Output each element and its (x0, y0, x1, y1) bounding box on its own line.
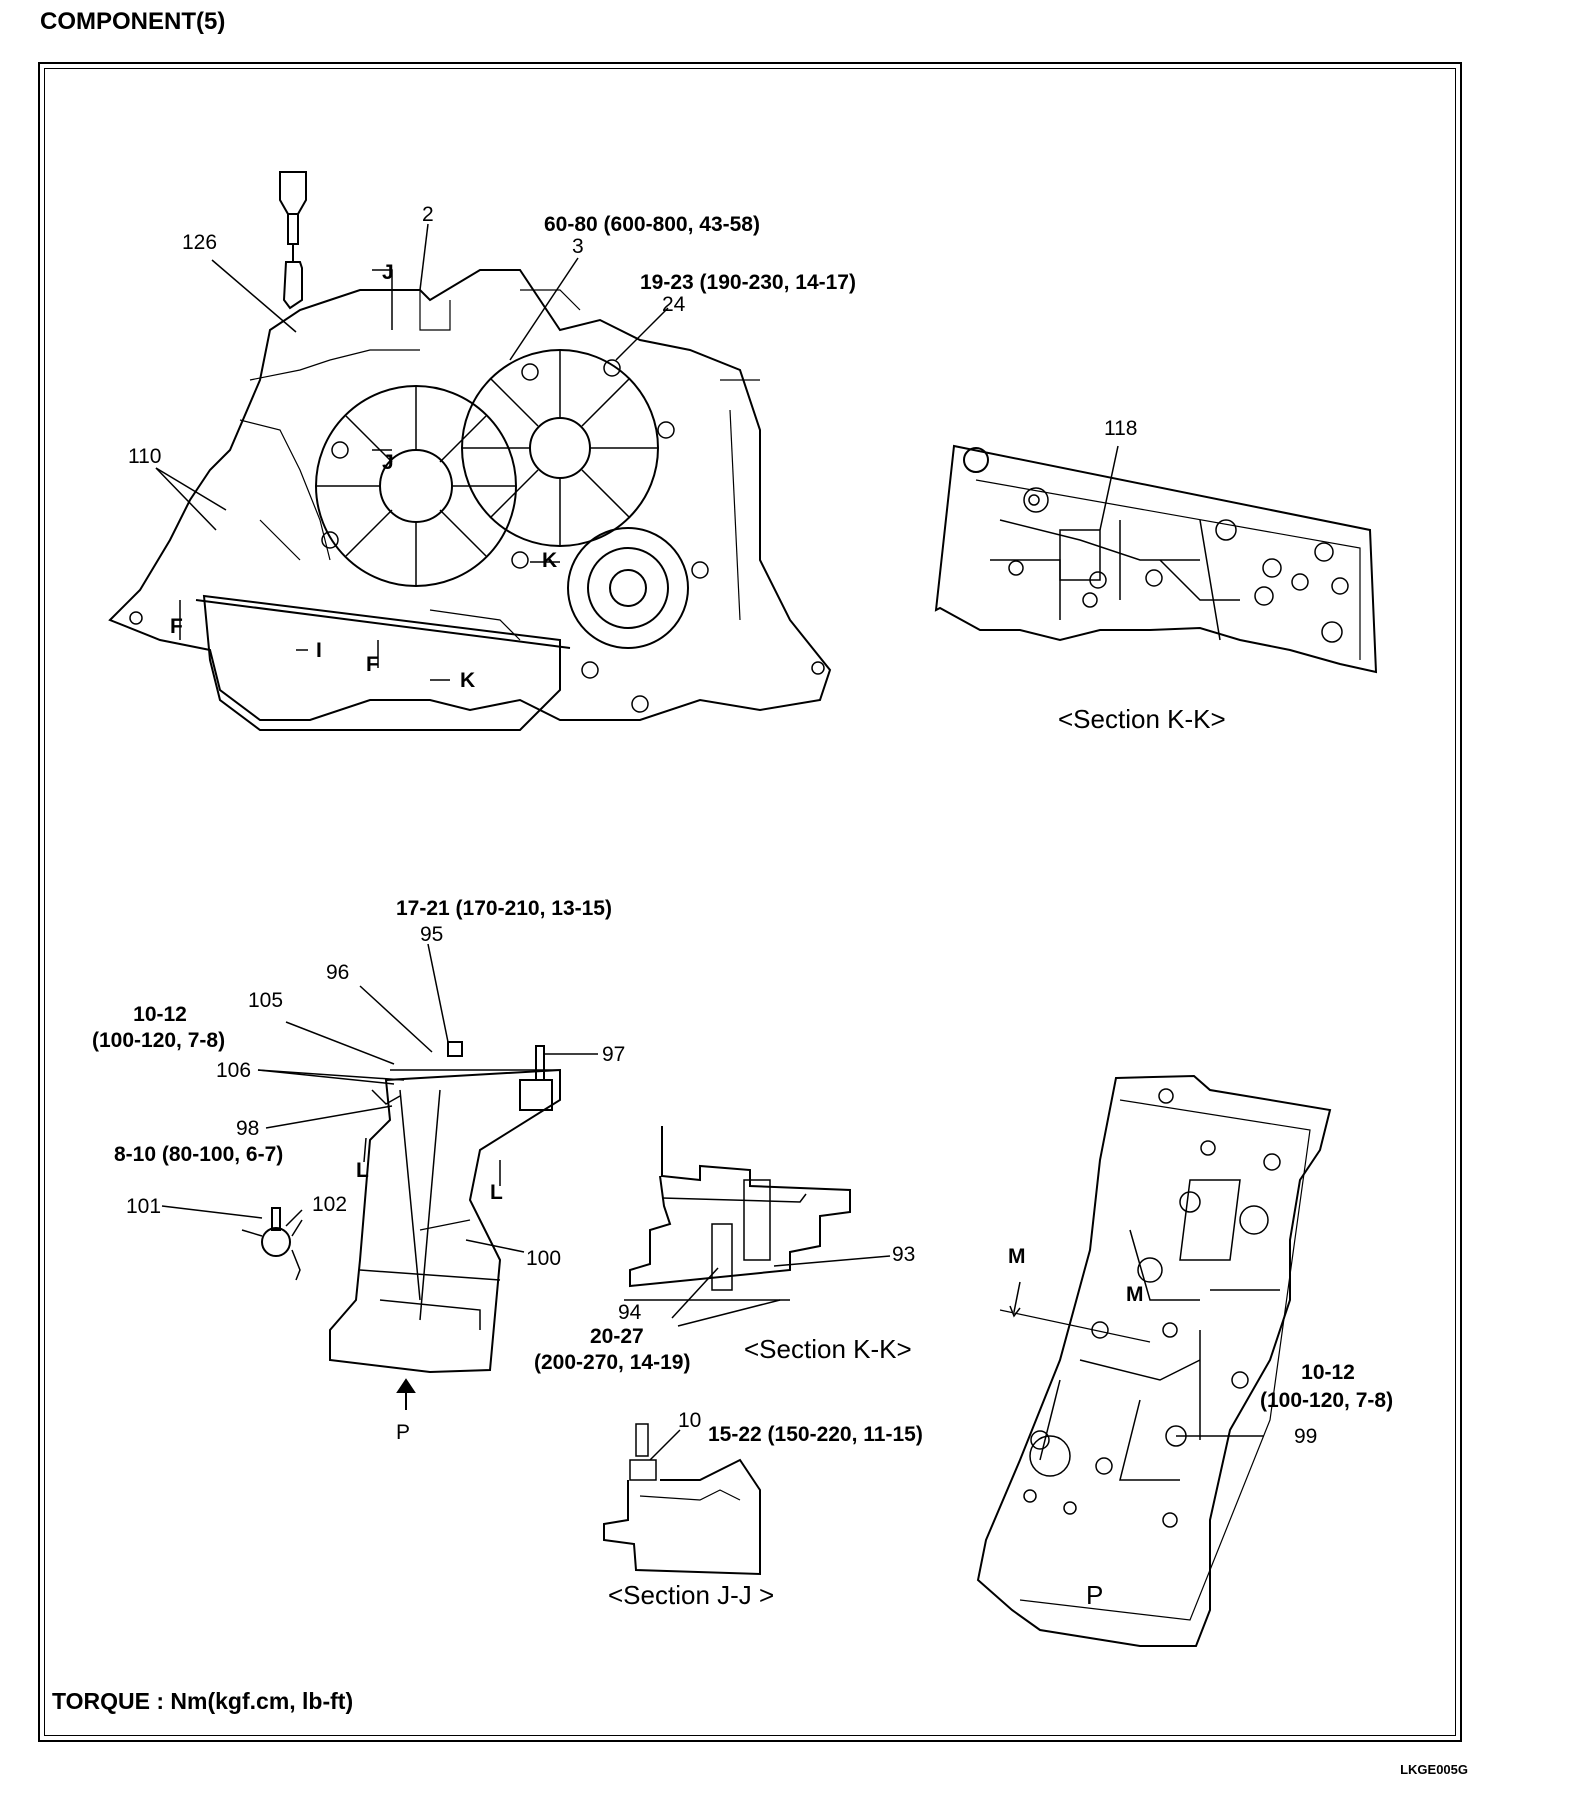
callout-96: 96 (326, 961, 350, 984)
callout-3: 3 (572, 235, 584, 258)
section-mark-L2: L (490, 1181, 503, 1204)
callout-101: 101 (126, 1195, 162, 1218)
section-mark-J1: J (382, 261, 394, 284)
callout-118: 118 (1104, 417, 1138, 440)
callout-95: 95 (420, 923, 444, 946)
section-mark-F2: F (366, 653, 379, 676)
section-mark-K1: K (542, 549, 558, 572)
section-jj (603, 1423, 761, 1576)
callout-106: 106 (216, 1059, 252, 1082)
torque-10-12-a: 10-12 (133, 1003, 187, 1026)
torque-17-21: 17-21 (170-210, 13-15) (396, 897, 612, 920)
callout-105: 105 (248, 989, 284, 1012)
callout-102: 102 (312, 1193, 348, 1216)
section-mark-J2: J (382, 451, 394, 474)
torque-19-23: 19-23 (190-230, 14-17) (640, 271, 856, 294)
section-mark-F1: F (170, 615, 183, 638)
callout-100: 100 (526, 1247, 562, 1270)
valve-body-p-view (976, 1074, 1332, 1647)
figure-frame-inner (44, 68, 1456, 1736)
torque-8-10: 8-10 (80-100, 6-7) (114, 1143, 284, 1166)
page-title: COMPONENT(5) (40, 8, 226, 35)
transaxle-assembly (108, 171, 832, 731)
callout-99: 99 (1294, 1425, 1318, 1448)
torque-60-80: 60-80 (600-800, 43-58) (544, 213, 760, 236)
callout-94: 94 (618, 1301, 642, 1324)
callout-93: 93 (892, 1243, 916, 1266)
section-kk-bottom (624, 1126, 891, 1327)
figure-frame (38, 62, 1462, 1742)
section-mark-M2: M (1126, 1283, 1144, 1306)
view-label-P-right: P (1086, 1580, 1104, 1610)
valve-body-section-kk-top (934, 444, 1378, 674)
torque-10-12-a-detail: (100-120, 7-8) (92, 1029, 226, 1052)
torque-15-22: 15-22 (150-220, 11-15) (708, 1423, 923, 1446)
leader-lines-lower-left (161, 943, 598, 1253)
callout-126: 126 (182, 231, 218, 254)
torque-10-12-b: 10-12 (1301, 1361, 1355, 1384)
torque-10-12-b-detail: (100-120, 7-8) (1260, 1389, 1394, 1412)
callout-98: 98 (236, 1117, 260, 1140)
callout-24: 24 (662, 293, 686, 316)
section-kk-bottom-caption: <Section K-K> (744, 1334, 912, 1364)
valve-body-lower-left (241, 1041, 561, 1410)
callout-2: 2 (422, 203, 434, 226)
callout-10: 10 (678, 1409, 702, 1432)
callout-97: 97 (602, 1043, 626, 1066)
section-mark-M1: M (1008, 1245, 1026, 1268)
view-label-P-left: P (396, 1421, 411, 1444)
torque-20-27-detail: (200-270, 14-19) (534, 1351, 691, 1374)
section-kk-top-caption: <Section K-K> (1058, 704, 1226, 734)
section-mark-I: I (316, 639, 322, 662)
callout-110: 110 (128, 445, 162, 468)
figure-code: LKGE005G (1400, 1762, 1468, 1777)
torque-20-27: 20-27 (590, 1325, 644, 1348)
section-jj-caption: <Section J-J > (608, 1580, 775, 1610)
torque-unit-note: TORQUE : Nm(kgf.cm, lb-ft) (52, 1688, 354, 1714)
section-mark-K2: K (460, 669, 476, 692)
leader-lines-top (155, 223, 1119, 531)
section-mark-L1: L (356, 1159, 369, 1182)
